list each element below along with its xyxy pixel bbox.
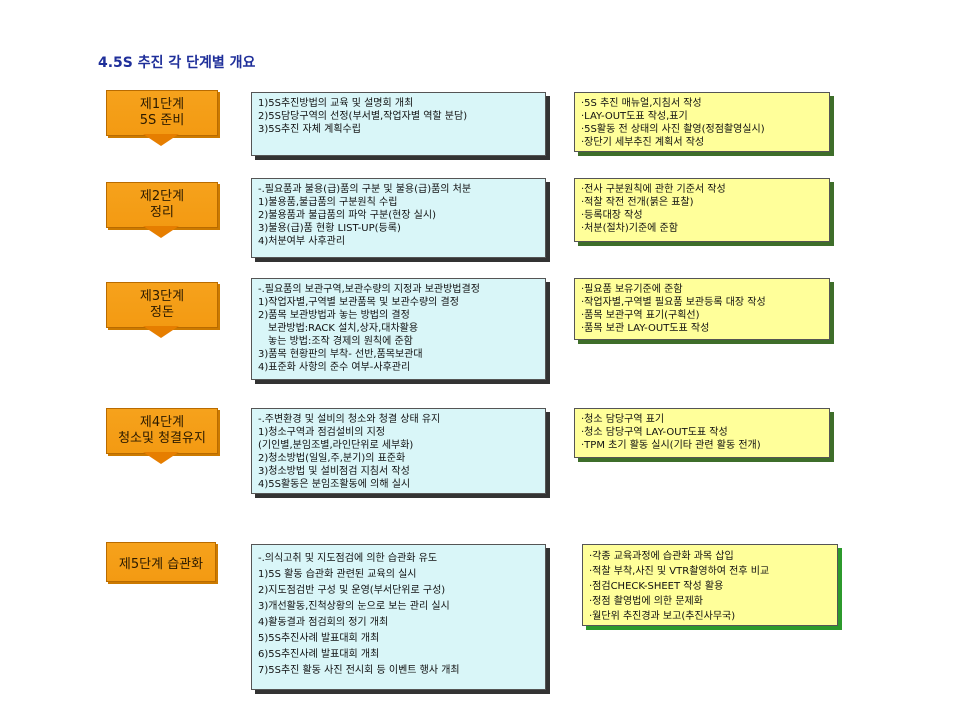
output-line: ·정점 촬영법에 의한 문제화: [589, 596, 703, 607]
activity-line: -.주변환경 및 설비의 청소와 청결 상태 유지: [258, 414, 441, 425]
activity-line: 1)불용품,불급품의 구분원칙 수립: [258, 197, 398, 208]
output-line: ·품목 보관구역 표기(구획선): [581, 310, 700, 321]
activity-line: 5)5S추진사례 발표대회 개최: [258, 633, 380, 644]
output-line: ·품목 보관 LAY-OUT도표 작성: [581, 323, 710, 334]
activity-line: 4)5S활동은 분임조활동에 의해 실시: [258, 479, 411, 490]
activity-line: 1)5S추진방법의 교육 및 설명회 개최: [258, 98, 414, 109]
activity-line: 3)5S추진 자체 계획수립: [258, 124, 361, 135]
down-arrow-icon: [143, 452, 179, 464]
output-line: ·청소 담당구역 표기: [581, 414, 665, 425]
activity-line: -.필요품의 보관구역,보관수량의 지정과 보관방법결정: [258, 284, 480, 295]
stage-4-number: 제4단계: [139, 415, 185, 430]
activity-line: 2)지도점검반 구성 및 운영(부서단위로 구성): [258, 585, 446, 596]
output-line: ·점검CHECK-SHEET 작성 활용: [589, 581, 724, 592]
stage-4-name: 청소및 청결유지: [118, 431, 206, 446]
output-line: ·작업자별,구역별 필요품 보관등록 대장 작성: [581, 297, 766, 308]
stage-1-number: 제1단계: [139, 97, 185, 112]
output-line: ·적찰 작전 전개(붉은 표찰): [581, 197, 694, 208]
stage-4-activities: -.주변환경 및 설비의 청소와 청결 상태 유지 1)청소구역과 점검설비의 …: [251, 408, 546, 494]
stage-1: 제1단계 5S 준비: [106, 90, 218, 146]
activity-line: -.필요품과 불용(급)품의 구분 및 불용(급)품의 처분: [258, 184, 472, 195]
activity-line: 4)표준화 사항의 준수 여부-사후관리: [258, 362, 411, 373]
stage-3-activities: -.필요품의 보관구역,보관수량의 지정과 보관방법결정 1)작업자별,구역별 …: [251, 278, 546, 380]
activity-line: 2)품목 보관방법과 놓는 방법의 결정: [258, 310, 410, 321]
output-line: ·청소 담당구역 LAY-OUT도표 작성: [581, 427, 728, 438]
activity-line: 3)품목 현황판의 부착- 선반,품목보관대: [258, 349, 423, 360]
stage-1-name: 5S 준비: [139, 113, 185, 128]
stage-5-name: 제5단계 습관화: [118, 556, 204, 572]
activity-line: (기인별,분임조별,라인단위로 세부화): [258, 440, 414, 451]
activity-line: -.의식고취 및 지도점검에 의한 습관화 유도: [258, 553, 438, 564]
activity-line: 놓는 방법:조작 경제의 원칙에 준함: [268, 336, 413, 347]
output-line: ·TPM 초기 활동 실시(기타 관련 활동 전개): [581, 440, 761, 451]
activity-line: 3)개선활동,진척상황의 눈으로 보는 관리 실시: [258, 601, 450, 612]
stage-3-name: 정돈: [150, 305, 174, 320]
activity-line: 3)불용(급)품 현황 LIST-UP(등록): [258, 223, 401, 234]
stage-2-name: 정리: [150, 205, 174, 220]
output-line: ·5S활동 전 상태의 사진 촬영(정점촬영실시): [581, 124, 765, 135]
activity-line: 1)청소구역과 점검설비의 지정: [258, 427, 386, 438]
stage-4-outputs: ·청소 담당구역 표기 ·청소 담당구역 LAY-OUT도표 작성 ·TPM 초…: [574, 408, 830, 458]
stage-3-outputs: ·필요품 보유기준에 준함 ·작업자별,구역별 필요품 보관등록 대장 작성 ·…: [574, 278, 830, 340]
activity-line: 1)작업자별,구역별 보관품목 및 보관수량의 결정: [258, 297, 459, 308]
stage-5-outputs: ·각종 교육과정에 습관화 과목 삽입 ·적찰 부착,사진 및 VTR촬영하여 …: [582, 544, 838, 626]
output-line: ·등록대장 작성: [581, 210, 643, 221]
activity-line: 6)5S추진사례 발표대회 개최: [258, 649, 380, 660]
page-title: 4.5S 추진 각 단계별 개요: [98, 55, 256, 71]
activity-line: 2)청소방법(일일,주,분기)의 표준화: [258, 453, 406, 464]
output-line: ·처분(절차)기준에 준함: [581, 223, 678, 234]
stage-2-outputs: ·전사 구분원칙에 관한 기준서 작성 ·적찰 작전 전개(붉은 표찰) ·등록…: [574, 178, 830, 242]
activity-line: 7)5S추진 활동 사진 전시회 등 이벤트 행사 개최: [258, 665, 460, 676]
stage-1-activities: 1)5S추진방법의 교육 및 설명회 개최 2)5S담당구역의 선정(부서별,작…: [251, 92, 546, 156]
stage-3-label: 제3단계 정돈: [106, 282, 218, 328]
activity-line: 2)불용품과 불급품의 파악 구분(현장 실시): [258, 210, 436, 221]
output-line: ·장단기 세부추진 계획서 작성: [581, 137, 705, 148]
activity-line: 2)5S담당구역의 선정(부서별,작업자별 역할 분담): [258, 111, 468, 122]
output-line: ·각종 교육과정에 습관화 과목 삽입: [589, 551, 734, 562]
activity-line: 4)처분여부 사후관리: [258, 236, 346, 247]
stage-2: 제2단계 정리: [106, 182, 218, 238]
activity-line: 4)활동결과 점검회의 정기 개최: [258, 617, 389, 628]
down-arrow-icon: [143, 134, 179, 146]
stage-2-number: 제2단계: [139, 189, 185, 204]
stage-3: 제3단계 정돈: [106, 282, 218, 338]
stage-2-activities: -.필요품과 불용(급)품의 구분 및 불용(급)품의 처분 1)불용품,불급품…: [251, 178, 546, 258]
output-line: ·필요품 보유기준에 준함: [581, 284, 683, 295]
stage-4-label: 제4단계 청소및 청결유지: [106, 408, 218, 454]
stage-2-label: 제2단계 정리: [106, 182, 218, 228]
down-arrow-icon: [143, 326, 179, 338]
output-line: ·적찰 부착,사진 및 VTR촬영하여 전후 비교: [589, 566, 770, 577]
stage-1-label: 제1단계 5S 준비: [106, 90, 218, 136]
activity-line: 보관방법:RACK 설치,상자,대차활용: [268, 323, 419, 334]
output-line: ·월단위 추진경과 보고(추진사무국): [589, 611, 736, 622]
output-line: ·전사 구분원칙에 관한 기준서 작성: [581, 184, 726, 195]
activity-line: 1)5S 활동 습관화 관련된 교육의 실시: [258, 569, 417, 580]
output-line: ·LAY-OUT도표 작성,표기: [581, 111, 688, 122]
down-arrow-icon: [143, 226, 179, 238]
stage-5-activities: -.의식고취 및 지도점검에 의한 습관화 유도 1)5S 활동 습관화 관련된…: [251, 544, 546, 690]
activity-line: 3)청소방법 및 설비점검 지침서 작성: [258, 466, 410, 477]
stage-4: 제4단계 청소및 청결유지: [106, 408, 218, 464]
output-line: ·5S 추진 매뉴얼,지침서 작성: [581, 98, 702, 109]
stage-5-label: 제5단계 습관화: [106, 542, 216, 582]
stage-1-outputs: ·5S 추진 매뉴얼,지침서 작성 ·LAY-OUT도표 작성,표기 ·5S활동…: [574, 92, 830, 152]
stage-3-number: 제3단계: [139, 289, 185, 304]
